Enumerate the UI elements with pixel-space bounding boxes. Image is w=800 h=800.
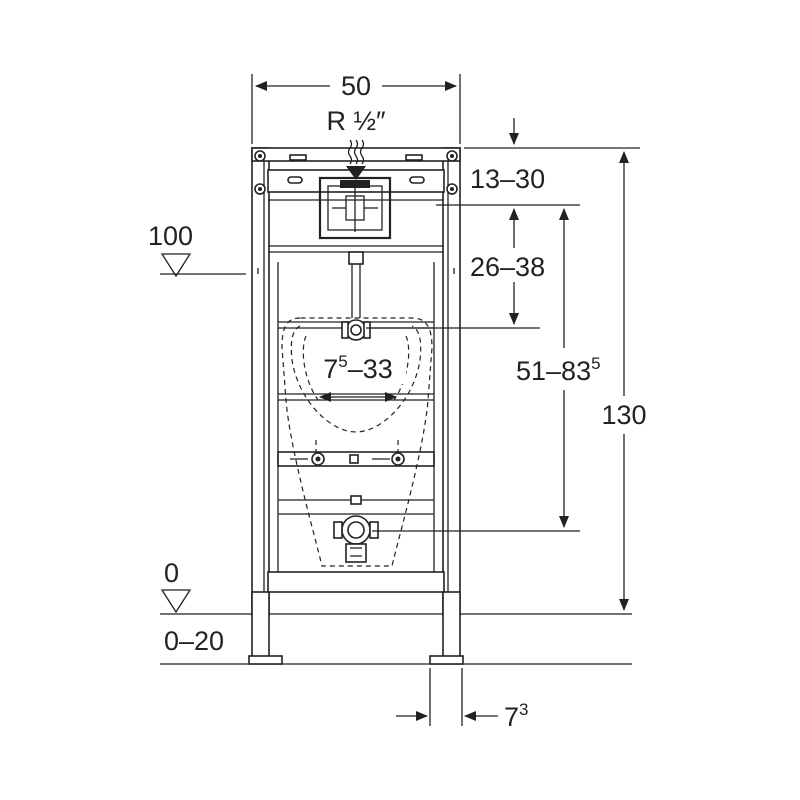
level-marker-0: 0: [160, 558, 192, 614]
bolt-spacing-label: 75–33: [323, 352, 393, 384]
left-leg: [251, 591, 270, 661]
left-foot: [248, 655, 283, 665]
level-0-label: 0: [164, 558, 179, 588]
dimension-depth: 73: [396, 668, 529, 732]
bottom-rail: [267, 571, 445, 593]
floor-range-label: 0–20: [164, 626, 224, 656]
dimension-total-height: 130: [601, 151, 647, 611]
flush-pipe: [341, 251, 371, 341]
dimension-26-38: 26–38: [366, 208, 545, 329]
depth-label: 73: [504, 700, 529, 732]
dimension-bolt-spacing: 75–33: [310, 348, 406, 402]
dimension-inlet-offset: 13–30: [436, 118, 640, 206]
installation-frame: [248, 147, 464, 665]
floor-lines: [160, 613, 632, 665]
dimension-width: 50: [251, 71, 461, 144]
level-marker-100: 100: [148, 221, 246, 278]
drain-outlet: [333, 495, 379, 563]
left-upright: [251, 147, 270, 617]
urinal-outline: [281, 317, 433, 567]
right-leg: [442, 591, 461, 661]
right-upright: [442, 147, 461, 617]
height-26-38-label: 26–38: [470, 252, 545, 282]
connection-thread-label: R ½″: [326, 106, 386, 136]
width-label: 50: [341, 71, 371, 101]
flush-valve-box: [318, 139, 392, 240]
fixing-bolts: [290, 452, 405, 466]
dimension-51-83: 51–835: [372, 208, 601, 532]
right-foot: [429, 655, 464, 665]
top-rail: [251, 147, 461, 162]
height-51-83-label: 51–835: [516, 354, 601, 386]
inlet-offset-label: 13–30: [470, 164, 545, 194]
total-height-label: 130: [601, 400, 646, 430]
level-100-label: 100: [148, 221, 193, 251]
